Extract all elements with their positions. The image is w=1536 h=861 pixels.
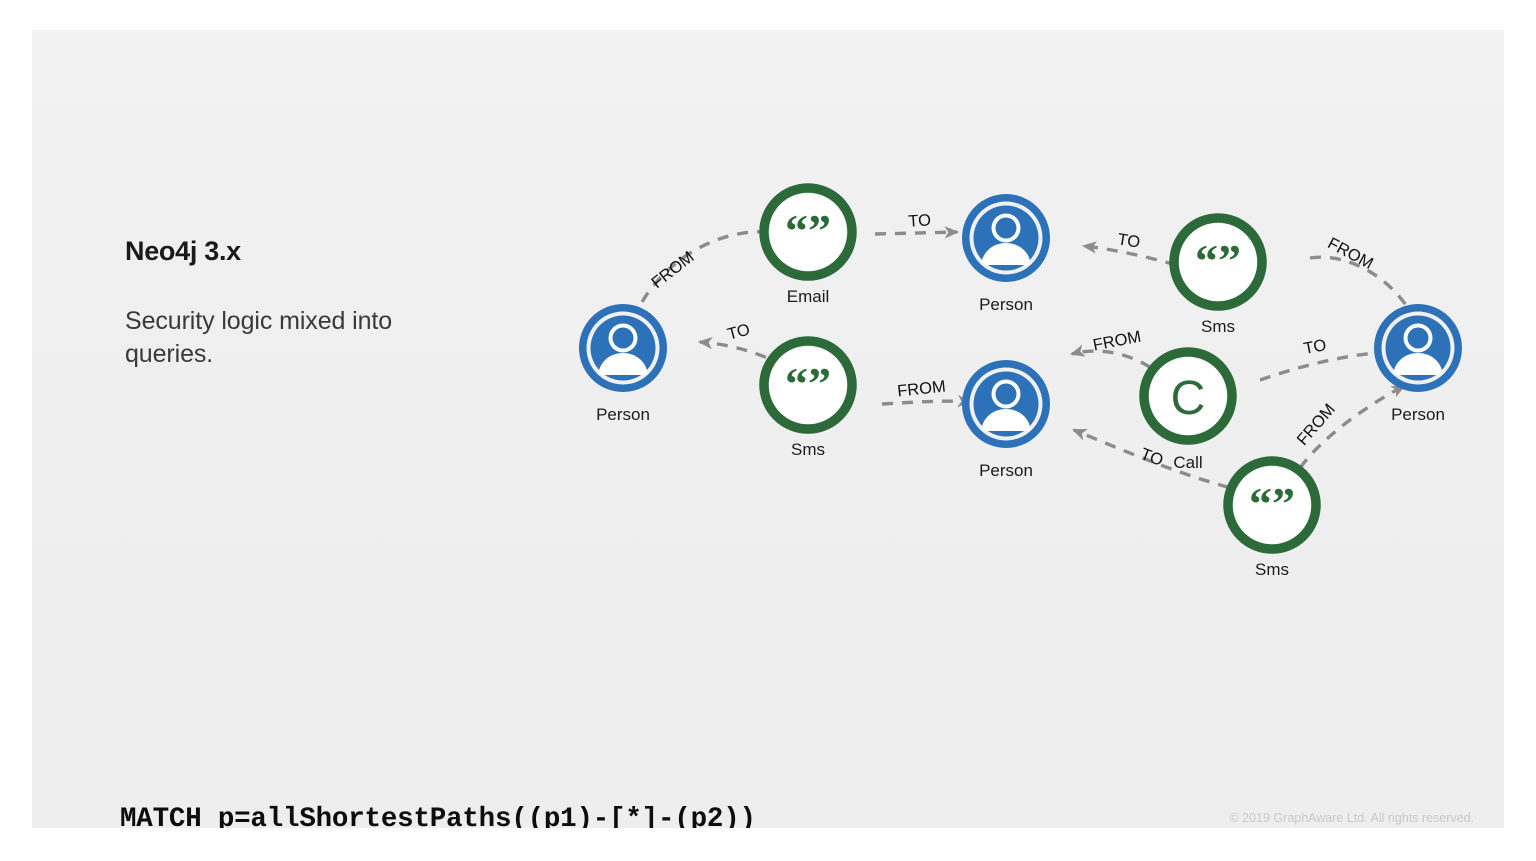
edge-sms-to-person: TO [1081, 230, 1177, 267]
cypher-code-block: MATCH p=allShortestPaths((p1)-[*]-(p2)) … [120, 737, 821, 828]
quote-icon: “” [785, 358, 831, 409]
edge-label: FROM [1091, 328, 1142, 355]
edge-label: FROM [1325, 234, 1376, 273]
edge-label: FROM [896, 378, 946, 401]
node-person-top-mid[interactable]: Person [962, 194, 1050, 314]
person-icon [579, 304, 667, 392]
person-icon [1374, 304, 1462, 392]
message-node-ring [759, 336, 857, 434]
edge-label: TO [1116, 230, 1141, 251]
quote-icon: “” [785, 205, 831, 256]
copyright-footer: © 2019 GraphAware Ltd. All rights reserv… [1229, 811, 1474, 825]
graph-diagram: FROM TO TO FROM TO [579, 183, 1462, 579]
edge-sms-bottom-to-person: TO [1071, 428, 1249, 494]
node-label: Sms [1201, 317, 1235, 336]
node-label: Email [787, 287, 830, 306]
node-label: Person [979, 461, 1033, 480]
edge-label: TO [908, 211, 932, 231]
edge-call-to-person: TO [1259, 336, 1391, 382]
node-label: Person [596, 405, 650, 424]
edge-sms-from-person: FROM [1309, 234, 1416, 320]
person-icon [962, 194, 1050, 282]
message-node-ring [1223, 456, 1321, 554]
code-line-1: MATCH p=allShortestPaths((p1)-[*]-(p2)) [120, 804, 756, 828]
person-icon [962, 360, 1050, 448]
node-person-mid[interactable]: Person [962, 360, 1050, 480]
node-label: Sms [1255, 560, 1289, 579]
node-person-right[interactable]: Person [1374, 304, 1462, 424]
edge-sms-bottom-from-person: FROM [1293, 384, 1406, 469]
page-subtitle: Security logic mixed into queries. [125, 307, 393, 368]
edge-label: TO [725, 321, 752, 344]
node-person-left[interactable]: Person [579, 304, 667, 424]
edge-label: TO [1302, 336, 1328, 358]
node-sms-mid-left[interactable]: “” Sms [759, 336, 857, 459]
page-title: Neo4j 3.x [125, 236, 241, 266]
node-sms-top-right[interactable]: “” Sms [1169, 213, 1267, 336]
node-label: Call [1173, 453, 1202, 472]
call-letter-icon: C [1171, 372, 1206, 425]
message-node-ring [759, 183, 857, 281]
node-sms-bottom[interactable]: “” Sms [1223, 456, 1321, 579]
node-email[interactable]: “” Email [759, 183, 857, 306]
node-label: Person [1391, 405, 1445, 424]
quote-icon: “” [1195, 235, 1241, 286]
edge-sms-from-person-mid: FROM [881, 378, 973, 408]
node-label: Person [979, 295, 1033, 314]
node-call[interactable]: C Call [1139, 347, 1237, 472]
call-node-ring [1139, 347, 1237, 445]
slide-canvas: FROM TO TO FROM TO [32, 30, 1504, 828]
edge-email-to-person: TO [874, 211, 960, 239]
node-label: Sms [791, 440, 825, 459]
message-node-ring [1169, 213, 1267, 311]
quote-icon: “” [1249, 478, 1295, 529]
edge-label: FROM [1293, 400, 1338, 448]
edge-label: FROM [648, 248, 697, 292]
